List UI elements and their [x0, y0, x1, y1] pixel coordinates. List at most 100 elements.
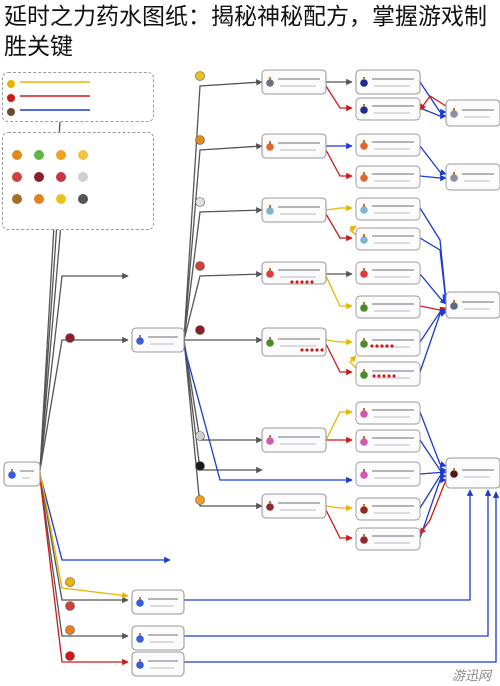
node-harming-potion-icon — [450, 470, 458, 478]
pufferfish-icon — [195, 461, 205, 471]
link-b-31 — [419, 237, 449, 303]
fermented-spider-eye-icon — [7, 107, 15, 116]
magma-icon — [78, 150, 88, 160]
node-thick — [131, 651, 185, 677]
node-variant-1-potion-icon — [360, 142, 368, 150]
node-variant-6 — [355, 295, 421, 319]
node-weakness-cork-icon — [269, 77, 271, 80]
item-icon — [78, 194, 88, 204]
node-variant-10-potion-icon — [360, 438, 368, 446]
node-variant-6-box — [355, 295, 421, 319]
spider-eye-icon — [65, 333, 75, 343]
node-variant-3 — [355, 197, 421, 221]
node-night_vision-cork-icon — [363, 77, 365, 80]
node-strength-box — [261, 493, 327, 519]
spider-eye-icon — [195, 325, 205, 335]
link-b-21 — [419, 81, 447, 116]
node-variant-13-box — [355, 527, 421, 551]
node-mundane2-cork-icon — [139, 633, 141, 636]
heart-icon — [310, 280, 314, 284]
node-variant-11-box — [355, 461, 421, 487]
sugar-icon — [195, 197, 205, 207]
node-variant-6-cork-icon — [363, 302, 365, 305]
legend-line-glowstone — [19, 81, 90, 83]
node-variant-13-potion-icon — [360, 536, 368, 544]
link-p-11 — [183, 143, 263, 341]
node-invisibility-box — [445, 99, 500, 127]
link-b-26 — [419, 174, 447, 182]
node-slowness-cork-icon — [453, 300, 455, 303]
node-variant-4-cork-icon — [363, 234, 365, 237]
heart-icon — [290, 280, 294, 284]
node-harming-cork-icon — [453, 468, 455, 471]
link-b-48 — [419, 472, 447, 509]
heart-icon — [392, 374, 396, 378]
node-variant-9-box — [355, 401, 421, 425]
link-p-5 — [39, 473, 129, 604]
ingredients-row-3 — [12, 194, 88, 204]
heart-icon — [310, 348, 314, 352]
heart-icon — [370, 344, 374, 348]
link-p-10 — [183, 79, 263, 341]
redstone-icon — [65, 651, 75, 661]
link-r-36 — [419, 305, 447, 313]
node-swiftness-box — [261, 197, 327, 223]
node-weakness — [261, 69, 327, 95]
node-strength-potion-icon — [266, 503, 274, 511]
glistering-melon-icon — [195, 261, 205, 271]
node-variant-14-cork-icon — [453, 172, 455, 175]
link-b-22 — [419, 107, 447, 120]
legend-panel — [2, 72, 154, 122]
link-b-44 — [419, 411, 447, 468]
gold-nugget-icon — [56, 194, 66, 204]
redstone-dust-icon — [7, 93, 15, 102]
link-p-13 — [183, 270, 263, 341]
node-variant-8 — [355, 361, 421, 387]
node-mundane1-potion-icon — [136, 599, 144, 607]
heart-icon — [385, 344, 389, 348]
node-variant-0 — [355, 97, 421, 121]
node-mundane2-box — [131, 625, 185, 651]
node-regen-box — [261, 427, 327, 453]
node-variant-3-cork-icon — [363, 204, 365, 207]
link-r-24 — [325, 149, 353, 180]
node-variant-14 — [445, 163, 500, 191]
melon-icon — [12, 150, 22, 160]
node-night_vision-box — [355, 69, 421, 95]
node-mundane1 — [131, 589, 185, 615]
link-g-9 — [39, 471, 129, 599]
link-g-34 — [325, 275, 353, 310]
node-swiftness-cork-icon — [269, 205, 271, 208]
node-swiftness — [261, 197, 327, 223]
link-p-3 — [39, 272, 129, 471]
node-mundane2-potion-icon — [136, 635, 144, 643]
node-water-potion-icon — [8, 471, 16, 479]
node-variant-11-cork-icon — [363, 469, 365, 472]
carrot-icon — [34, 194, 44, 204]
node-variant-11 — [355, 461, 421, 487]
node-variant-10-box — [355, 429, 421, 453]
node-variant-9-cork-icon — [363, 408, 365, 411]
link-g-42 — [325, 408, 353, 441]
node-awkward-box — [131, 327, 185, 353]
node-weakness-potion-icon — [266, 79, 274, 87]
node-regen-potion-icon — [266, 437, 274, 445]
node-regen-cork-icon — [269, 435, 271, 438]
heart-icon — [382, 374, 386, 378]
node-strength-cork-icon — [269, 501, 271, 504]
redstone-icon — [56, 172, 66, 182]
link-b-39 — [419, 308, 447, 343]
slime-icon — [34, 150, 44, 160]
heart-icon — [320, 348, 324, 352]
node-poison-potion-icon — [266, 339, 274, 347]
ghast-tear-icon — [78, 172, 88, 182]
node-harming-box — [445, 457, 500, 489]
node-awkward — [131, 327, 185, 353]
node-variant-5 — [355, 261, 421, 285]
node-healing-box — [261, 261, 327, 285]
link-r-7 — [39, 477, 129, 666]
node-variant-2-cork-icon — [363, 172, 365, 175]
glowstone-icon — [65, 577, 75, 587]
node-variant-7 — [355, 329, 421, 357]
link-g-28 — [325, 204, 353, 212]
